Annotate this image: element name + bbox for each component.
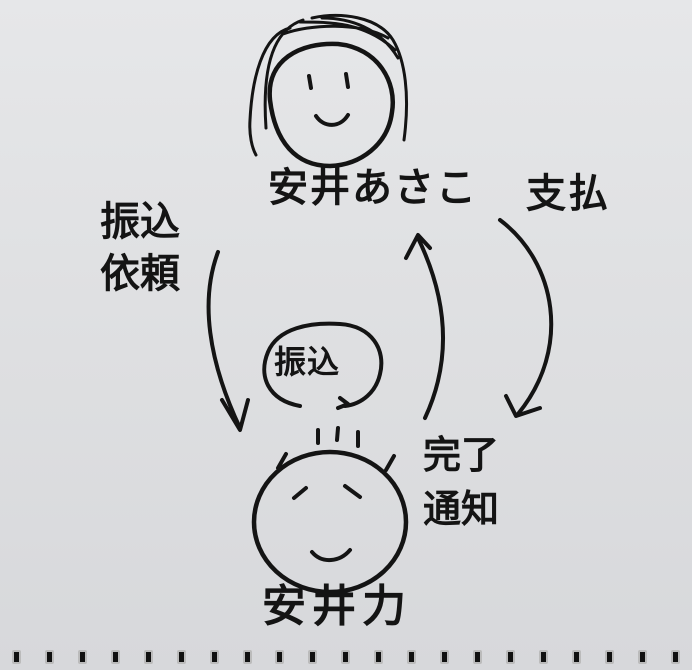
binding-ring bbox=[637, 650, 647, 664]
binding-ring bbox=[604, 650, 614, 664]
bottom-person-smile bbox=[310, 548, 352, 562]
speech-bubble bbox=[262, 321, 384, 410]
spiral-binding bbox=[0, 650, 692, 670]
top-person-right-eye bbox=[344, 72, 350, 89]
payment-label: 支払 bbox=[526, 171, 610, 217]
completion-notice-label: 完了 通知 bbox=[423, 428, 499, 536]
binding-ring bbox=[44, 650, 54, 664]
binding-ring bbox=[209, 650, 219, 664]
top-person-left-eye bbox=[307, 74, 313, 90]
bottom-person-figure bbox=[251, 426, 409, 595]
bottom-person-name: 安井力 bbox=[262, 581, 412, 632]
bottom-person-hair-strands bbox=[276, 426, 396, 472]
binding-ring bbox=[538, 650, 548, 664]
completion-notice-line2: 通知 bbox=[423, 487, 500, 531]
binding-ring bbox=[341, 650, 351, 664]
bottom-person-face bbox=[251, 449, 409, 595]
top-person-smile bbox=[314, 113, 350, 127]
transfer-request-label: 振込 依頼 bbox=[100, 196, 180, 300]
binding-ring bbox=[440, 650, 450, 664]
bottom-person-left-eye bbox=[292, 486, 308, 500]
binding-ring bbox=[275, 650, 285, 664]
binding-ring bbox=[176, 650, 186, 664]
top-person-name: 安井あさこ bbox=[268, 165, 478, 211]
binding-ring bbox=[242, 650, 252, 664]
right-down-arrow bbox=[498, 218, 554, 418]
binding-ring bbox=[110, 650, 120, 664]
binding-ring bbox=[143, 650, 153, 664]
binding-ring bbox=[571, 650, 581, 664]
binding-ring bbox=[374, 650, 384, 664]
top-person-figure bbox=[248, 14, 409, 169]
left-down-arrow bbox=[206, 250, 250, 432]
binding-ring bbox=[407, 650, 417, 664]
speech-bubble-text: 振込 bbox=[274, 343, 341, 381]
binding-ring bbox=[308, 650, 318, 664]
transfer-request-line1: 振込 bbox=[100, 199, 180, 245]
binding-ring bbox=[11, 650, 21, 664]
binding-ring bbox=[473, 650, 483, 664]
bottom-person-right-eye bbox=[343, 484, 362, 499]
binding-ring bbox=[670, 650, 680, 664]
binding-ring bbox=[77, 650, 87, 664]
transfer-request-line2: 依頼 bbox=[100, 251, 180, 297]
top-person-face bbox=[267, 41, 396, 169]
binding-ring bbox=[506, 650, 516, 664]
completion-notice-line1: 完了 bbox=[423, 433, 500, 477]
top-person-hair bbox=[248, 14, 409, 157]
middle-up-arrow bbox=[404, 233, 446, 420]
